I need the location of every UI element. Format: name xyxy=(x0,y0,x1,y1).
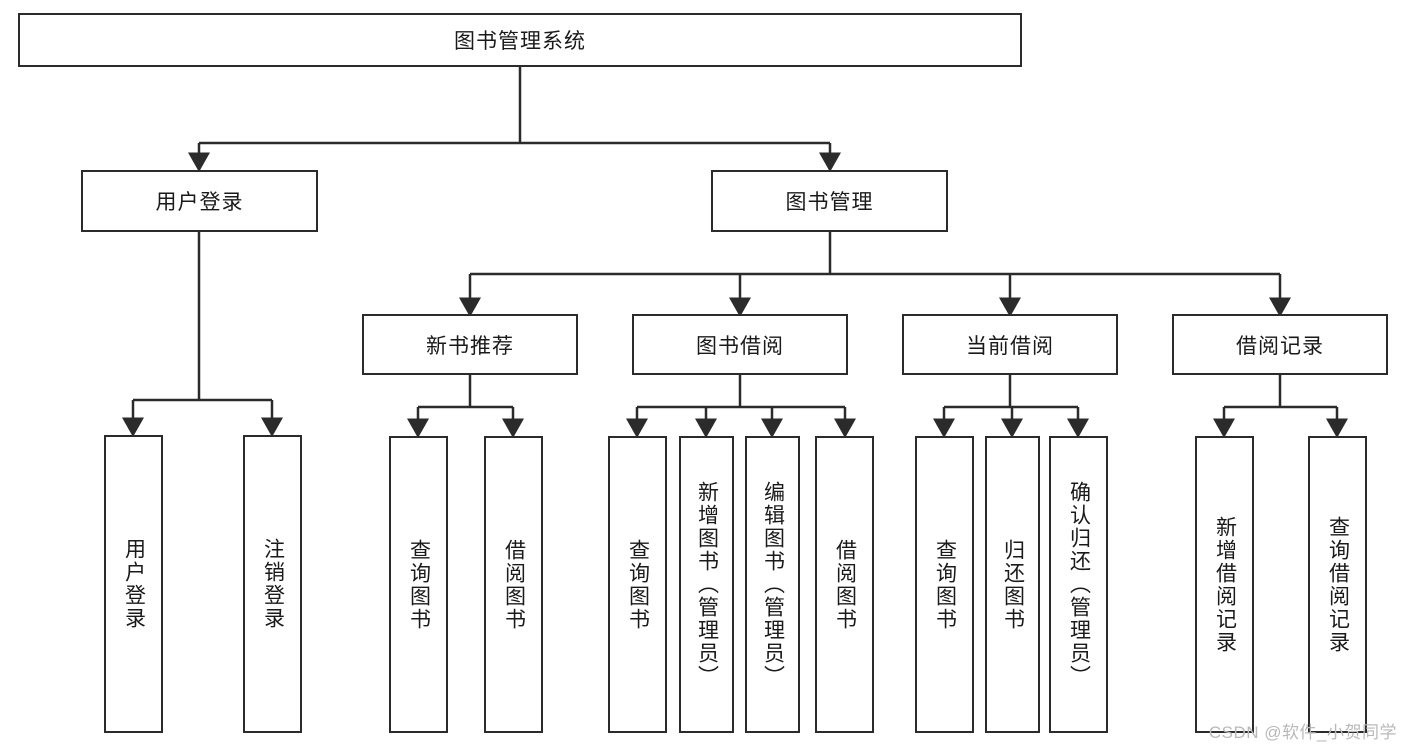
node-book-borrow[interactable]: 图书借阅 xyxy=(632,314,848,375)
node-book-management[interactable]: 图书管理 xyxy=(711,170,948,232)
node-label: 查询图书 xyxy=(626,538,650,631)
node-label: 借阅记录 xyxy=(1236,334,1324,358)
node-label: 注销登录 xyxy=(261,538,285,630)
node-root-system[interactable]: 图书管理系统 xyxy=(18,13,1022,67)
node-label: 用户登录 xyxy=(155,191,244,214)
node-label: 当前借阅 xyxy=(966,334,1054,358)
node-label: 图书借阅 xyxy=(696,334,784,358)
node-leaf-logout[interactable]: 注销登录 xyxy=(243,435,302,733)
node-label: 确认归还（管理员） xyxy=(1067,481,1091,688)
node-leaf-query-book-2[interactable]: 查询图书 xyxy=(608,436,667,733)
node-label: 新增借阅记录 xyxy=(1213,515,1237,654)
node-label: 查询图书 xyxy=(933,538,957,631)
node-label: 用户登录 xyxy=(122,538,146,630)
node-leaf-borrow-book-2[interactable]: 借阅图书 xyxy=(815,436,874,733)
node-label: 图书管理 xyxy=(785,191,874,214)
node-label: 借阅图书 xyxy=(833,538,857,631)
node-leaf-add-book[interactable]: 新增图书（管理员） xyxy=(679,436,734,733)
node-label: 归还图书 xyxy=(1001,538,1025,631)
node-user-login[interactable]: 用户登录 xyxy=(81,170,318,232)
node-leaf-edit-book[interactable]: 编辑图书（管理员） xyxy=(745,436,800,733)
node-label: 图书管理系统 xyxy=(454,30,586,53)
node-label: 编辑图书（管理员） xyxy=(761,481,785,688)
node-leaf-confirm-return[interactable]: 确认归还（管理员） xyxy=(1049,436,1108,733)
node-leaf-return-book[interactable]: 归还图书 xyxy=(985,436,1040,733)
node-label: 新增图书（管理员） xyxy=(695,481,719,688)
node-label: 查询借阅记录 xyxy=(1326,515,1350,654)
node-leaf-user-login[interactable]: 用户登录 xyxy=(104,435,163,733)
node-borrow-record[interactable]: 借阅记录 xyxy=(1172,314,1388,375)
node-current-borrow[interactable]: 当前借阅 xyxy=(902,314,1118,375)
node-label: 查询图书 xyxy=(407,538,431,631)
node-leaf-add-record[interactable]: 新增借阅记录 xyxy=(1195,436,1254,733)
node-leaf-query-book-3[interactable]: 查询图书 xyxy=(915,436,974,733)
node-label: 借阅图书 xyxy=(502,538,526,631)
node-leaf-borrow-book-1[interactable]: 借阅图书 xyxy=(484,436,543,733)
node-leaf-query-record[interactable]: 查询借阅记录 xyxy=(1308,436,1367,733)
node-new-book-recommend[interactable]: 新书推荐 xyxy=(362,314,578,375)
node-leaf-query-book-1[interactable]: 查询图书 xyxy=(389,436,448,733)
node-label: 新书推荐 xyxy=(426,334,514,358)
